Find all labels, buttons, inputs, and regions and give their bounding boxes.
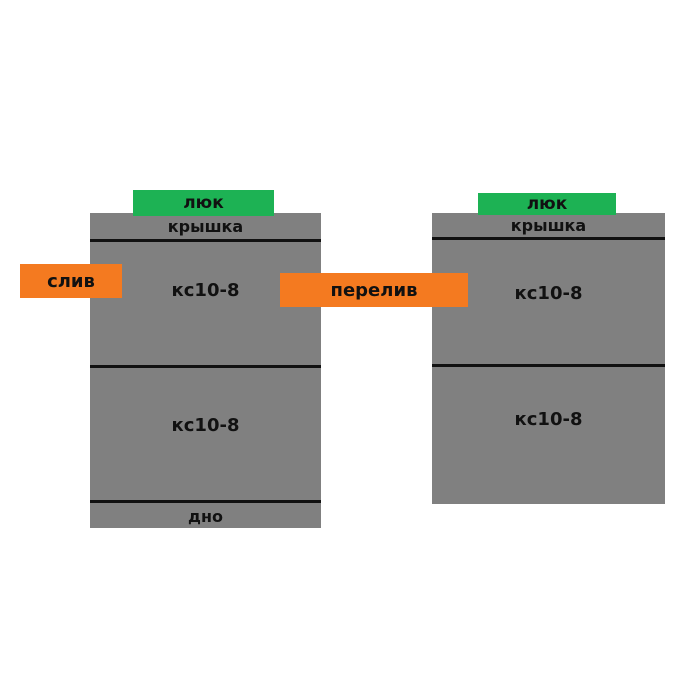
left-well xyxy=(90,213,321,528)
overflow-pipe-label: перелив xyxy=(330,279,418,301)
left-seam-cover xyxy=(90,239,321,242)
right-ring-top-label: кс10-8 xyxy=(514,282,583,304)
right-cover-label: крышка xyxy=(510,215,587,235)
overflow-pipe: перелив xyxy=(280,273,468,307)
right-hatch: люк xyxy=(478,193,616,215)
left-bottom-label: дно xyxy=(188,506,223,526)
left-cover-label: крышка xyxy=(167,216,244,236)
right-seam-cover xyxy=(432,237,665,240)
drain-pipe: слив xyxy=(20,264,122,298)
right-well xyxy=(432,213,665,504)
right-hatch-label: люк xyxy=(526,194,568,214)
left-hatch-label: люк xyxy=(183,193,224,213)
left-seam-middle xyxy=(90,365,321,368)
right-seam-middle xyxy=(432,364,665,367)
right-ring-bottom-label: кс10-8 xyxy=(514,408,583,430)
drain-pipe-label: слив xyxy=(47,270,95,292)
left-hatch: люк xyxy=(133,190,274,216)
left-ring-bottom-label: кс10-8 xyxy=(171,414,240,436)
left-seam-bottom xyxy=(90,500,321,503)
left-ring-top-label: кс10-8 xyxy=(171,279,240,301)
